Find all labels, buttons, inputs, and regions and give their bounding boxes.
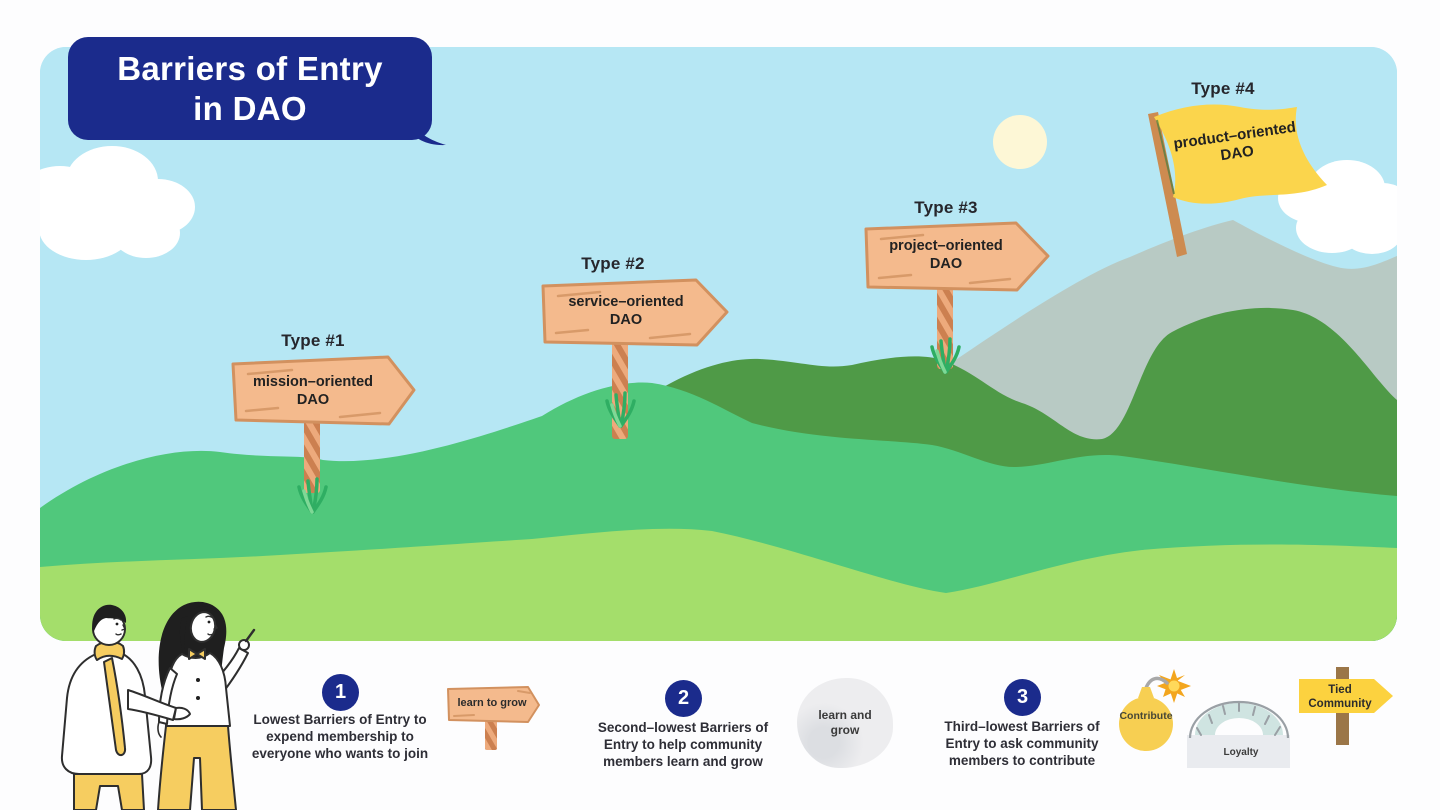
sign-2-text: service–oriented DAO (536, 293, 716, 329)
landscape-scene: Type #1 Type #2 Type #3 Type #4 mission–… (40, 47, 1397, 641)
contribute-label: Contribute (1119, 710, 1173, 722)
title-line-2: in DAO (193, 89, 307, 127)
type-1-label: Type #1 (281, 331, 345, 350)
title-badge: Barriers of Entry in DAO (68, 37, 432, 140)
rock-label-line-2: grow (830, 723, 860, 737)
step-2-desc-line-2: Entry to help community (603, 737, 763, 752)
sign-2-line-2: DAO (609, 312, 643, 328)
step-1-description: Lowest Barriers of Entry to expend membe… (220, 711, 460, 762)
flag-icon (1148, 104, 1327, 257)
rock-label-line-1: learn and (818, 708, 872, 722)
learn-to-grow-label: learn to grow (457, 697, 527, 709)
sign-1-line-2: DAO (296, 392, 330, 408)
step-1-desc-line-2: expend membership to (266, 729, 414, 744)
hill-light (40, 528, 1397, 641)
step-3-badge: 3 (1004, 679, 1041, 716)
sign-1-line-1: mission–oriented (252, 374, 374, 390)
signpost-3 (864, 221, 1050, 374)
step-3-desc-line-1: Third–lowest Barriers of (944, 719, 1100, 734)
learn-to-grow-sign-icon (447, 686, 540, 750)
step-3-desc-line-2: Entry to ask community (945, 736, 1099, 751)
sign-1-text: mission–oriented DAO (223, 373, 403, 409)
title-line-1: Barriers of Entry (117, 49, 383, 87)
loyalty-label: Loyalty (1223, 747, 1259, 758)
type-3-label: Type #3 (914, 198, 978, 217)
step-2-desc-line-3: members learn and grow (603, 754, 763, 769)
sign-2-line-1: service–oriented (568, 294, 684, 310)
type-2-label: Type #2 (581, 254, 645, 273)
tied-community-sign-icon (1299, 667, 1393, 745)
step-2-badge: 2 (665, 680, 702, 717)
step-1-desc-line-1: Lowest Barriers of Entry to (253, 712, 427, 727)
people-looking-up-illustration (60, 601, 256, 810)
sign-3-line-1: project–oriented (889, 238, 1003, 254)
tied-community-line-2: Community (1308, 698, 1372, 710)
cloud-left-icon (40, 146, 195, 260)
loyalty-bridge-icon (1187, 700, 1290, 768)
signpost-2 (541, 278, 729, 439)
contribute-bomb-icon (1119, 669, 1191, 751)
signpost-1 (231, 355, 416, 514)
step-3-desc-line-3: members to contribute (948, 753, 1096, 768)
step-2-description: Second–lowest Barriers of Entry to help … (563, 719, 803, 770)
landscape-illustration (40, 47, 1397, 641)
tied-community-label: Tied Community (1297, 683, 1383, 711)
learn-and-grow-rock-icon: learn and grow (797, 678, 893, 768)
sign-3-line-2: DAO (929, 256, 963, 272)
step-1-badge: 1 (322, 674, 359, 711)
tied-community-line-1: Tied (1328, 684, 1352, 696)
step-3-description: Third–lowest Barriers of Entry to ask co… (902, 718, 1142, 769)
sun-icon (993, 115, 1047, 169)
type-4-label: Type #4 (1191, 79, 1255, 98)
step-1-desc-line-3: everyone who wants to join (251, 746, 429, 761)
sign-3-text: project–oriented DAO (856, 237, 1036, 273)
step-2-desc-line-1: Second–lowest Barriers of (597, 720, 769, 735)
